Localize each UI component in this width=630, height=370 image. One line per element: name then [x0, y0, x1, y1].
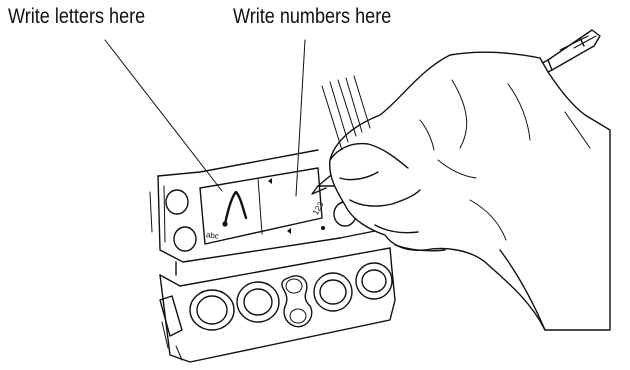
background-lines — [321, 75, 371, 151]
numbers-leader-line — [295, 39, 306, 197]
hand — [329, 51, 611, 331]
app-icon-button-top-left[interactable] — [165, 189, 189, 215]
divider-arrow-bottom — [287, 228, 291, 234]
letters-leader-line — [104, 39, 223, 192]
hardware-button-4[interactable] — [355, 262, 393, 300]
hardware-button-2[interactable] — [236, 281, 280, 323]
numbers-callout: Write numbers here — [233, 5, 392, 28]
device-clip — [159, 295, 183, 337]
divider-arrow-top — [268, 178, 272, 184]
hardware-buttons — [189, 262, 393, 331]
scroll-button[interactable] — [281, 275, 313, 328]
left-icon-buttons — [165, 189, 197, 252]
letters-callout: Write letters here — [8, 5, 146, 28]
app-icon-button-bottom-left[interactable] — [173, 226, 197, 252]
graffiti-letter-stroke — [222, 190, 248, 227]
graffiti-writing-area[interactable] — [199, 167, 323, 245]
hardware-button-1[interactable] — [189, 289, 235, 331]
device-lower-body — [159, 247, 396, 363]
letters-area-label: abc — [205, 230, 220, 241]
area-divider — [257, 177, 263, 235]
hardware-button-3[interactable] — [313, 272, 353, 312]
numbers-area-dot — [321, 226, 325, 230]
